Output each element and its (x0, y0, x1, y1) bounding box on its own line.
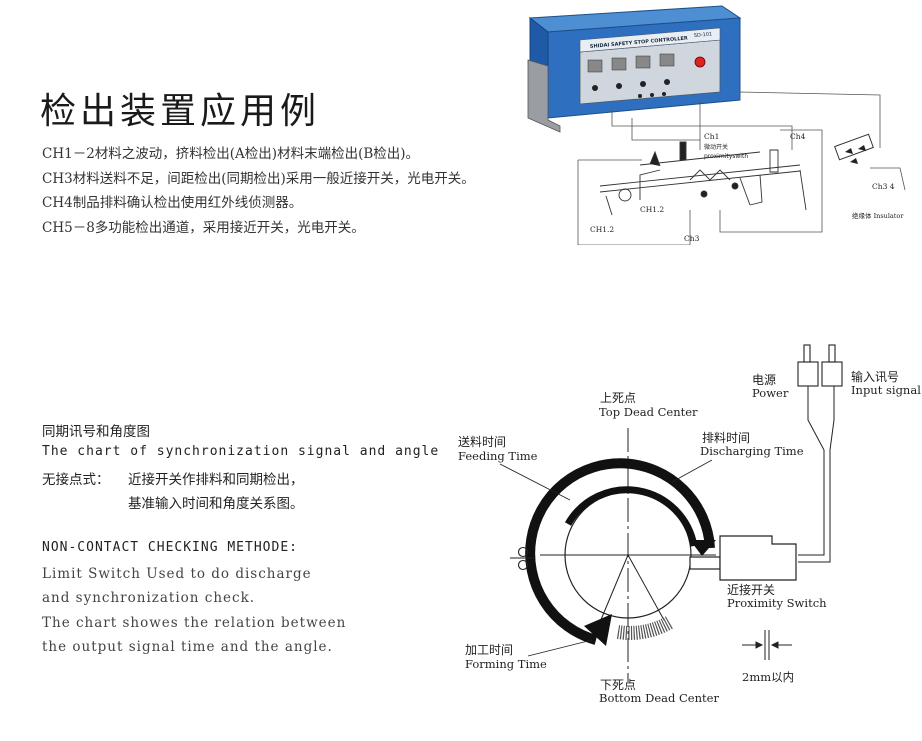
noncontact-lines: Limit Switch Used to do discharge and sy… (42, 562, 346, 659)
input-signal-plug-icon (821, 344, 843, 387)
discharging-arrow-head (690, 540, 716, 556)
feeding-arrow-head (584, 614, 612, 646)
tdc-label-en: Top Dead Center (599, 405, 698, 419)
sync-line1-text: 近接开关作排料和同期检出， (128, 472, 304, 488)
noncontact-heading: NON-CONTACT CHECKING METHODE: (42, 540, 298, 555)
proximity-switch-label-cn: 近接开关 (727, 582, 775, 597)
feeding-label-en: Feeding Time (458, 449, 538, 463)
red-reset-button-icon (694, 56, 706, 68)
controller-model-label: SD-101 (694, 31, 713, 39)
input-signal-label-en: Input signal (851, 383, 921, 397)
intro-line-ch3: CH3材料送料不足，间距检出(同期检出)采用一般近接开关，光电开关。 (42, 170, 475, 187)
tdc-label-cn: 上死点 (600, 391, 636, 405)
sync-line1-label: 无接点式： (42, 472, 110, 488)
label-ch1-sub-cn: 微动开关 (704, 143, 728, 151)
sync-heading-en: The chart of synchronization signal and … (42, 444, 440, 459)
application-setup-illustration: SHIDAI SAFETY STOP CONTROLLER SD-101 (527, 5, 906, 245)
label-ch3: Ch3 (684, 234, 700, 243)
noncontact-line: and synchronization check. (42, 590, 256, 607)
forming-time-arc (616, 615, 674, 640)
intro-line-ch4: CH4制品排料确认检出使用红外线侦测器。 (42, 195, 303, 211)
synchronization-angle-diagram: 上死点 Top Dead Center 送料时间 Feeding Time 排料… (458, 344, 921, 705)
bdc-label-cn: 下死点 (600, 678, 636, 692)
intro-line-ch12: CH1－2材料之波动，挤料检出(A检出)材料末端检出(B检出)。 (42, 146, 420, 162)
gap-marker (742, 630, 792, 660)
label-ch12-b: CH1.2 (590, 225, 614, 234)
label-insulator: 绝缘体 Insulator (852, 211, 904, 220)
bdc-label-en: Bottom Dead Center (599, 691, 719, 705)
feeding-time-arc (525, 458, 715, 645)
intro-line-ch58: CH5－8多功能检出通道，采用接近开关，光电开关。 (42, 219, 365, 236)
noncontact-line: Limit Switch Used to do discharge (42, 566, 312, 582)
sync-line2-text: 基准输入时间和角度关系图。 (128, 496, 304, 512)
label-ch4: Ch4 (790, 132, 806, 141)
label-ch34: Ch3 4 (872, 182, 895, 191)
power-label-en: Power (752, 386, 789, 400)
press-machine-sketch (599, 141, 807, 216)
discharging-time-arc (564, 486, 698, 547)
noncontact-line: the output signal time and the angle. (42, 638, 333, 655)
forming-label-en: Forming Time (465, 657, 547, 671)
intro-text: CH1－2材料之波动，挤料检出(A检出)材料末端检出(B检出)。 CH3材料送料… (42, 142, 475, 240)
forming-label-cn: 加工时间 (465, 643, 513, 657)
power-label-cn: 电源 (752, 373, 776, 387)
signal-cable (798, 385, 835, 563)
rotation-symbol-icon (510, 546, 534, 571)
proximity-switch-label-en: Proximity Switch (727, 596, 827, 610)
proximity-switch-box (689, 535, 797, 581)
input-signal-label-cn: 输入讯号 (851, 369, 899, 384)
label-ch1: Ch1 (704, 132, 719, 141)
sync-heading-cn: 同期讯号和角度图 (42, 424, 150, 440)
safety-stop-controller-device: SHIDAI SAFETY STOP CONTROLLER SD-101 (527, 5, 742, 133)
gap-label: 2mm以内 (742, 670, 794, 684)
feeding-label-cn: 送料时间 (458, 434, 506, 449)
discharging-label-en: Discharging Time (700, 444, 804, 458)
page-title: 检出装置应用例 (40, 91, 321, 132)
power-plug-icon (797, 344, 819, 387)
noncontact-line: The chart showes the relation between (42, 614, 347, 631)
label-ch1-sub-en: proximityswith (704, 153, 748, 160)
label-ch12-a: CH1.2 (640, 205, 664, 214)
discharging-label-cn: 排料时间 (702, 431, 750, 445)
